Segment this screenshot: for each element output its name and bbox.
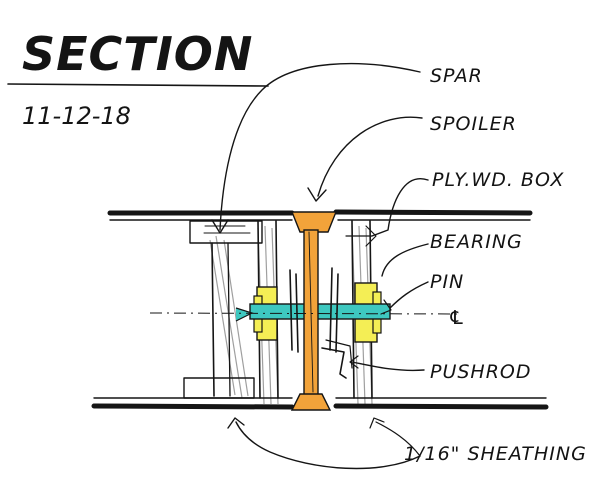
date-label: 11-12-18 — [22, 102, 131, 130]
spoiler — [290, 211, 338, 411]
label-centerline: ℄ — [448, 307, 466, 329]
label-sheathing: 1/16" SHEATHING — [404, 443, 587, 465]
top-sheathing — [107, 209, 533, 221]
leaders — [211, 62, 429, 470]
section-title: SECTION — [22, 27, 253, 81]
label-bearing: BEARING — [430, 231, 523, 253]
label-pin: PIN — [430, 271, 464, 293]
pin — [235, 303, 391, 322]
label-plywood-box: PLY.WD. BOX — [432, 169, 564, 191]
spar — [183, 220, 279, 399]
centerline — [149, 312, 461, 315]
label-pushrod: PUSHROD — [430, 361, 532, 383]
label-spar: SPAR — [430, 65, 483, 87]
label-spoiler: SPOILER — [430, 113, 517, 135]
title-underline — [7, 83, 269, 87]
hinge-hardware — [289, 267, 353, 379]
